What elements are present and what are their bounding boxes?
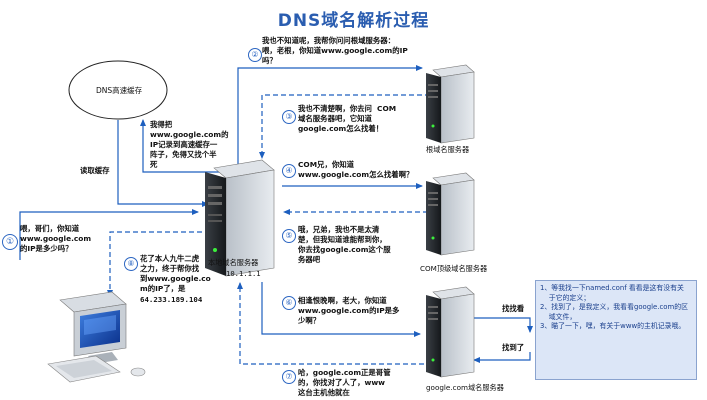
found-it-label: 找到了 (502, 343, 525, 352)
arrow-step2 (237, 65, 423, 168)
step-6-badge: ⑥ (282, 296, 296, 310)
step-5-badge: ⑤ (282, 229, 296, 243)
google-server-label: google.com域名服务器 (426, 383, 504, 392)
note-line: 1、等我找一下named.conf 看看是这有没有关 (540, 284, 684, 292)
server-com-icon (426, 172, 475, 256)
step-7-text: 哈，google.com正是哥管 的，你找对了人了，www 这台主机他就在 (298, 368, 391, 397)
step-1-badge: ① (2, 234, 18, 250)
arrow-step7 (237, 282, 440, 365)
cache-label: DNS高速缓存 (96, 86, 143, 95)
step-3-text: 我也不清楚啊，你去问 COM 域名服务器吧，它知道 google.com怎么找着… (298, 104, 397, 133)
server-local-icon (205, 159, 275, 277)
root-server-label: 根域名服务器 (426, 145, 470, 154)
step-2-text: 我也不知道呢，我帮你问问根域服务器： 喂，老根，你知道www.google.co… (262, 36, 408, 65)
step-4-text: COM兄，你知道 www.google.com怎么找着啊？ (298, 160, 414, 179)
page-title: DNS域名解析过程 (277, 11, 430, 31)
arrow-found (473, 352, 531, 363)
step-8-badge: ⑧ (124, 257, 138, 271)
local-server-ip: 10.1.1.1 (226, 269, 261, 278)
arrow-read-cache (117, 120, 209, 207)
step-8-text: 花了本人九牛二虎 之力，终于帮你找 到www.google.co m的IP了，是 (140, 254, 211, 293)
read-cache-label: 读取缓存 (80, 166, 110, 175)
note-line: 于它的定义； (540, 293, 591, 302)
arrow-step1 (19, 209, 199, 260)
com-server-label: COM顶级域名服务器 (420, 264, 488, 273)
arrow-step8 (107, 231, 210, 297)
arrow-step3 (259, 94, 430, 159)
step-1-text: 喂，哥们，你知道 www.google.com 的IP是多少吗？ (20, 224, 92, 253)
step-3-badge: ③ (282, 110, 296, 124)
step-6-text: 相逢恨晚啊，老大，你知道 www.google.com的IP是多 少啊？ (298, 296, 400, 325)
named-conf-note: 1、等我找一下named.conf 看看是这有没有关 于它的定义； 2、找到了，… (535, 280, 697, 380)
cache-note-text: 我得把 www.google.com的 IP记录到高速缓存一 阵子，免得又找个半… (150, 120, 229, 169)
note-line: 3、瞄了一下，嘿，有关于www的主机记录哦。 (540, 322, 686, 330)
client-pc-icon (47, 291, 146, 383)
step-8-ip: 64.233.189.104 (140, 295, 203, 304)
step-2-badge: ② (248, 48, 262, 62)
find-it-label: 找找看 (502, 304, 525, 313)
step-4-badge: ④ (282, 164, 296, 178)
step-7-badge: ⑦ (282, 370, 296, 384)
local-server-label: 本地域名服务器 (208, 258, 259, 267)
server-google-icon (426, 286, 475, 378)
server-root-icon (426, 64, 475, 144)
arrow-find (472, 317, 533, 333)
note-line: 域文件， (540, 312, 577, 321)
arrow-step6 (261, 282, 421, 337)
note-line: 2、找到了，是我定义，我看看google.com的区 (540, 303, 688, 311)
cache-ellipse (68, 60, 168, 120)
step-5-text: 哦，兄弟，我也不是太清 楚，但我知道谁能帮到你， 你去找google.com这个… (298, 225, 391, 264)
